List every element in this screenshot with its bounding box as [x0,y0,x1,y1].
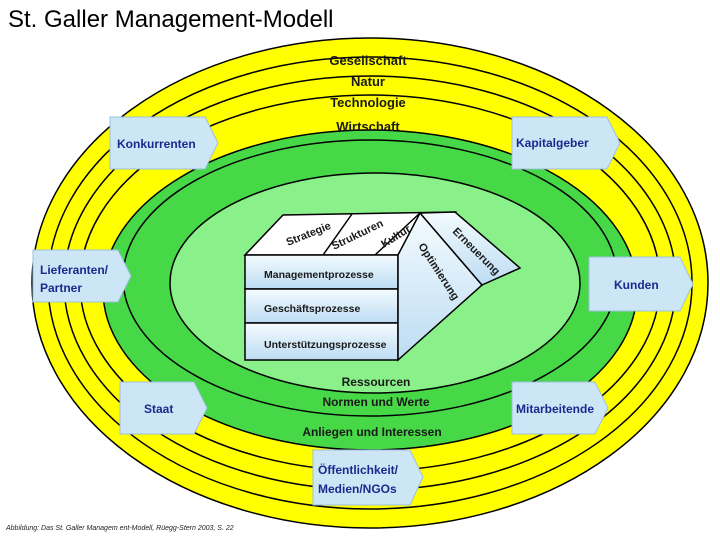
stakeholder-label-kunden: Kunden [614,278,659,292]
process-label-geschaeft: Geschäftsprozesse [264,303,360,315]
process-label-management: Managementprozesse [264,269,374,281]
process-box-unterstuetzung [244,322,399,361]
stakeholder-label-kapitalgeber: Kapitalgeber [516,136,589,150]
environment-label-gesellschaft: Gesellschaft [329,53,407,68]
ordering-divider-2 [374,212,421,256]
environment-label-wirtschaft: Wirtschaft [336,119,400,134]
stakeholder-mitarbeitende: Mitarbeitende [511,381,609,435]
environment-label-natur: Natur [351,74,385,89]
environment-label-technologie: Technologie [330,95,406,110]
stakeholder-kapitalgeber: Kapitalgeber [511,116,621,170]
stakeholder-label-mitarbeitende: Mitarbeitende [516,402,594,416]
figure-caption: Abbildung: Das St. Galler Managem ent-Mo… [6,525,234,532]
process-box-management [244,254,399,290]
stakeholder-kunden: Kunden [588,256,694,312]
page-title: St. Galler Management-Modell [8,6,334,33]
stakeholder-label-konkurrenten: Konkurrenten [117,137,196,151]
stakeholder-label-staat: Staat [144,402,173,416]
interaction-label-ressourcen: Ressourcen [342,375,411,389]
stakeholder-label-oeffentlichkeit-2: Medien/NGOs [318,482,397,496]
interaction-label-anliegen: Anliegen und Interessen [302,425,441,439]
stakeholder-oeffentlichkeit: Öffentlichkeit/ Medien/NGOs [312,449,424,506]
stakeholder-label-oeffentlichkeit-1: Öffentlichkeit/ [318,462,399,477]
interaction-label-normen: Normen und Werte [322,395,429,409]
stakeholder-staat: Staat [119,381,208,435]
ordering-divider-1 [322,213,353,256]
stakeholder-label-lieferanten-1: Lieferanten/ [40,263,109,277]
stakeholder-label-lieferanten-2: Partner [40,281,82,295]
stakeholder-lieferanten: Lieferanten/ Partner [32,249,132,303]
process-box-geschaeft [244,288,399,324]
stakeholder-konkurrenten: Konkurrenten [109,116,219,170]
process-label-unterstuetzung: Unterstützungsprozesse [264,339,387,351]
development-face-erneuerung [418,211,522,286]
